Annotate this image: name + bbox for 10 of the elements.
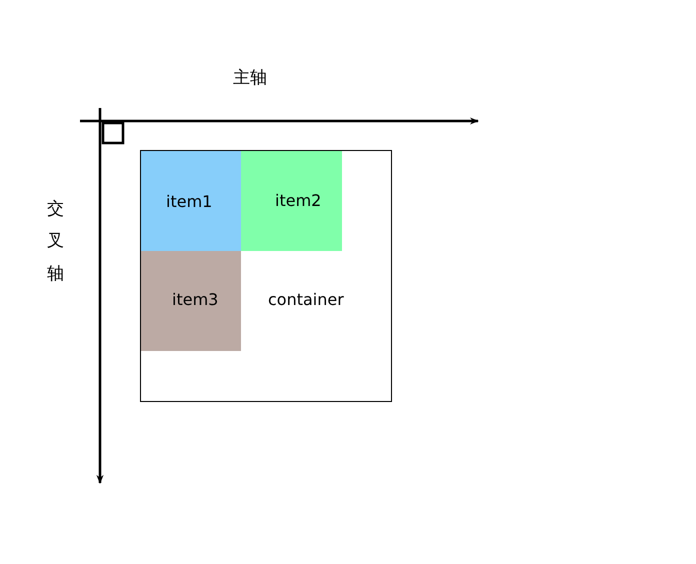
axis-label: 交叉轴: [47, 198, 64, 286]
flex-item: [141, 251, 241, 351]
axis-label: 主轴: [233, 67, 267, 89]
container-box: [140, 150, 392, 402]
flex-item: [141, 151, 241, 251]
node-label: item1: [166, 192, 212, 211]
node-label: item3: [172, 290, 218, 309]
flex-item: [241, 151, 342, 251]
node-label: container: [268, 290, 344, 309]
node-label: item2: [275, 191, 322, 210]
